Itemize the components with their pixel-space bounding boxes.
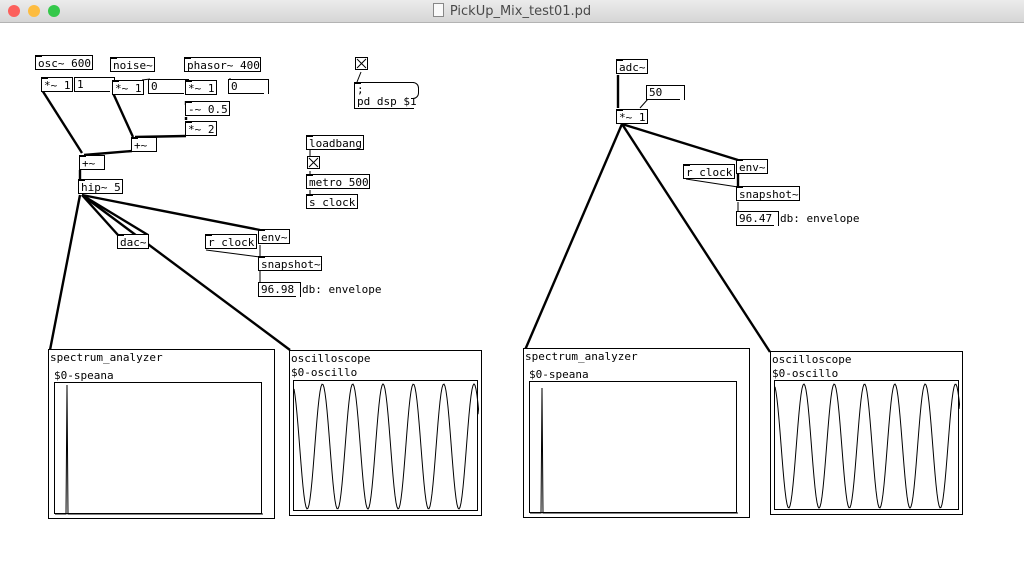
oscilloscope-graph — [775, 383, 960, 509]
env-object-left[interactable]: env~ — [258, 229, 290, 244]
signal-cord — [81, 194, 291, 351]
envelope-number-left[interactable]: 96.98 — [258, 282, 301, 297]
oscilloscope-plot-left[interactable] — [293, 380, 479, 511]
osc-gain-number[interactable]: 1 — [74, 77, 115, 92]
window-title: PickUp_Mix_test01.pd — [449, 4, 592, 19]
signal-cord — [81, 193, 261, 232]
gop-title: spectrum_analyzer — [50, 351, 163, 364]
envelope-label-right: db: envelope — [780, 212, 860, 225]
control-cord — [639, 98, 649, 109]
dac-object[interactable]: dac~ — [117, 234, 149, 249]
spectrum-plot-right[interactable] — [529, 381, 738, 514]
signal-cord — [48, 194, 82, 351]
dsp-message[interactable]: ; pd dsp $1 — [354, 82, 419, 109]
gop-title: oscilloscope — [772, 353, 852, 366]
metro-toggle[interactable] — [307, 156, 320, 169]
noise-gain-number[interactable]: 0 — [148, 79, 189, 94]
envelope-label-left: db: envelope — [302, 283, 382, 296]
adc-gain-number[interactable]: 50 — [646, 85, 685, 100]
signal-cord — [134, 134, 187, 139]
multiply-osc-object[interactable]: *~ 1 — [41, 77, 73, 92]
array-name: $0-oscillo — [291, 366, 358, 379]
receive-clock-right[interactable]: r clock — [683, 164, 735, 179]
multiply-adc-object[interactable]: *~ 1 — [616, 109, 648, 124]
hip-object[interactable]: hip~ 5 — [78, 179, 123, 194]
array-name: $0-oscillo — [772, 367, 839, 380]
document-icon — [432, 3, 444, 17]
gop-title: oscilloscope — [291, 352, 371, 365]
phasor-object[interactable]: phasor~ 400 — [184, 57, 261, 72]
array-name: $0-speana — [529, 368, 589, 381]
phasor-gain-number[interactable]: 0 — [228, 79, 269, 94]
loadbang-object[interactable]: loadbang — [306, 135, 364, 150]
signal-cord — [111, 92, 135, 138]
signal-cord — [620, 123, 772, 353]
oscilloscope-graph — [294, 383, 479, 510]
oscilloscope-left[interactable]: oscilloscope $0-oscillo — [289, 350, 482, 516]
envelope-number-right[interactable]: 96.47 — [736, 211, 779, 226]
add-object-2[interactable]: +~ — [79, 155, 105, 170]
x-icon — [356, 58, 367, 69]
multiply-two-object[interactable]: *~ 2 — [185, 121, 217, 136]
spectrum-graph — [530, 387, 738, 514]
window-title-wrap: PickUp_Mix_test01.pd — [0, 3, 1024, 19]
zoom-button[interactable] — [48, 5, 60, 17]
title-bar: PickUp_Mix_test01.pd — [0, 0, 1024, 23]
oscilloscope-right[interactable]: oscilloscope $0-oscillo — [770, 351, 963, 515]
spectrum-analyzer-left[interactable]: spectrum_analyzer $0-speana — [48, 349, 275, 519]
adc-object[interactable]: adc~ — [616, 59, 648, 74]
array-name: $0-speana — [54, 369, 114, 382]
osc-object[interactable]: osc~ 600 — [35, 55, 93, 70]
control-cord — [205, 249, 261, 258]
metro-object[interactable]: metro 500 — [306, 174, 370, 189]
spectrum-analyzer-right[interactable]: spectrum_analyzer $0-speana — [523, 348, 750, 518]
dsp-toggle[interactable] — [355, 57, 368, 70]
receive-clock-left[interactable]: r clock — [205, 234, 257, 249]
multiply-noise-object[interactable]: *~ 1 — [112, 80, 144, 95]
multiply-phasor-object[interactable]: *~ 1 — [185, 80, 217, 95]
minimize-button[interactable] — [28, 5, 40, 17]
control-cord — [356, 71, 362, 83]
signal-cord — [81, 193, 149, 237]
env-object-right[interactable]: env~ — [736, 159, 768, 174]
signal-cord — [81, 194, 119, 236]
signal-cord — [40, 89, 84, 154]
send-clock-object[interactable]: s clock — [306, 194, 358, 209]
noise-object[interactable]: noise~ — [110, 57, 155, 72]
signal-cord — [621, 122, 739, 162]
spectrum-graph — [55, 384, 263, 515]
add-object-1[interactable]: +~ — [131, 137, 157, 152]
signal-cord — [523, 123, 624, 351]
close-button[interactable] — [8, 5, 20, 17]
spectrum-plot-left[interactable] — [54, 382, 263, 515]
snapshot-object-left[interactable]: snapshot~ — [258, 256, 322, 271]
subtract-object[interactable]: -~ 0.5 — [185, 101, 230, 116]
x-icon — [308, 157, 319, 168]
snapshot-object-right[interactable]: snapshot~ — [736, 186, 800, 201]
oscilloscope-plot-right[interactable] — [774, 380, 960, 510]
gop-title: spectrum_analyzer — [525, 350, 638, 363]
control-cord — [685, 178, 739, 188]
signal-cord — [83, 149, 133, 157]
